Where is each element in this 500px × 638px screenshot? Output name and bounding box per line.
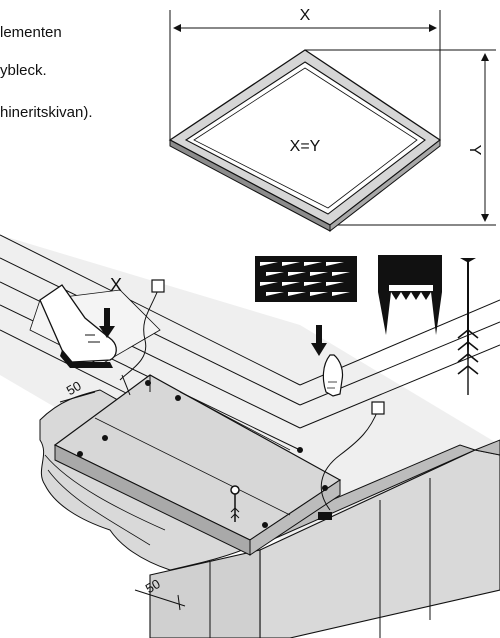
roof-edge-front (149, 549, 261, 638)
instruction-text-2: ybleck. (0, 62, 47, 79)
offset-dimension-1: 50 (59, 374, 131, 403)
arrow-down-icon (311, 325, 327, 356)
frame-inner (184, 61, 426, 215)
square-frame-diagram: X Y X=Y (168, 7, 496, 233)
sensor-wires (119, 289, 379, 511)
offset-dimension-2: 50 (134, 576, 186, 611)
nail-icon (457, 258, 479, 395)
frame-center-label: X=Y (290, 138, 321, 155)
foot-pressing-icon (39, 284, 117, 368)
small-nail-icon (230, 485, 240, 522)
y-dimension-label: Y (466, 145, 483, 156)
offset-label-1: 50 (64, 378, 84, 398)
sensor-box-left (151, 279, 165, 293)
sensor-box-right (371, 401, 385, 415)
hand-pressing-icon (322, 354, 344, 397)
offset-label-2: 50 (143, 576, 163, 596)
x-dimension-label: X (300, 7, 311, 24)
board-slab (53, 374, 342, 556)
nail-plate-icon (255, 256, 357, 302)
frame-side-right (329, 138, 441, 233)
comb-icon (378, 255, 442, 335)
instruction-text-3: hineritskivan). (0, 104, 93, 121)
sensor-box-front (318, 512, 332, 520)
instruction-text-1: lementen (0, 24, 62, 41)
roof-x-label: X (110, 275, 122, 295)
arrow-down-icon (99, 308, 115, 338)
